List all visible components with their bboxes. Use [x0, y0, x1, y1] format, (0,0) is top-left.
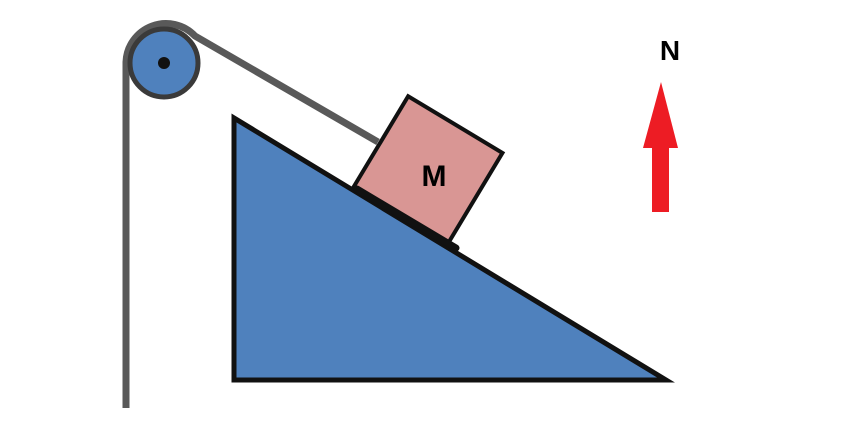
north-label: N — [660, 35, 680, 66]
pulley-icon — [127, 26, 201, 100]
rope — [122, 20, 380, 408]
north-arrow-head — [643, 82, 678, 148]
north-arrow-shaft — [652, 145, 669, 212]
block-label: M — [422, 160, 447, 193]
block-contact-edge — [353, 185, 460, 252]
incline-wedge — [231, 113, 675, 383]
pulley-axle — [158, 57, 170, 69]
north-arrow-icon — [643, 82, 678, 212]
